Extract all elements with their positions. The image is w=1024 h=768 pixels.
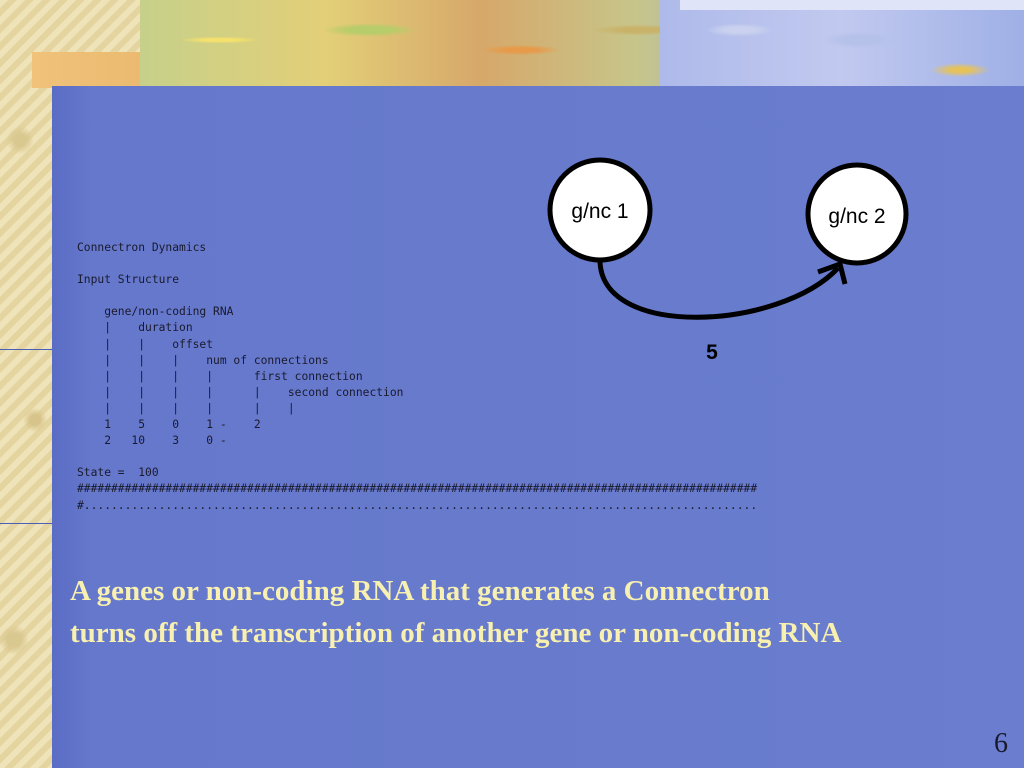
code-line: State = 100 xyxy=(77,466,159,480)
code-line: ########################################… xyxy=(77,482,758,496)
code-line: | duration xyxy=(77,321,193,335)
flowers-banner-image xyxy=(660,0,1024,86)
caption-line: A genes or non-coding RNA that generates… xyxy=(70,575,770,607)
foliage-banner-image xyxy=(140,0,760,86)
code-block: Connectron Dynamics Input Structure gene… xyxy=(77,240,757,514)
code-line: 1 5 0 1 - 2 xyxy=(77,418,261,432)
code-line: | | | | | second connection xyxy=(77,385,404,399)
banner-edge xyxy=(680,0,1024,10)
code-line: gene/non-coding RNA xyxy=(77,305,234,319)
code-line: 2 10 3 0 - xyxy=(77,434,227,448)
divider-line xyxy=(0,523,52,524)
code-line: Connectron Dynamics xyxy=(77,241,207,254)
code-line: Input Structure xyxy=(77,273,180,287)
page-number: 6 xyxy=(994,728,1008,759)
caption-line: turns off the transcription of another g… xyxy=(70,617,842,649)
divider-line xyxy=(0,349,52,350)
code-line: | | | num of connections xyxy=(77,353,329,367)
code-line: | | | | first connection xyxy=(77,369,363,383)
code-line: | | | | | | xyxy=(77,401,295,415)
code-line: #.......................................… xyxy=(77,498,758,512)
code-line: | | offset xyxy=(77,337,214,351)
slide-caption: A genes or non-coding RNA that generates… xyxy=(70,570,1010,654)
